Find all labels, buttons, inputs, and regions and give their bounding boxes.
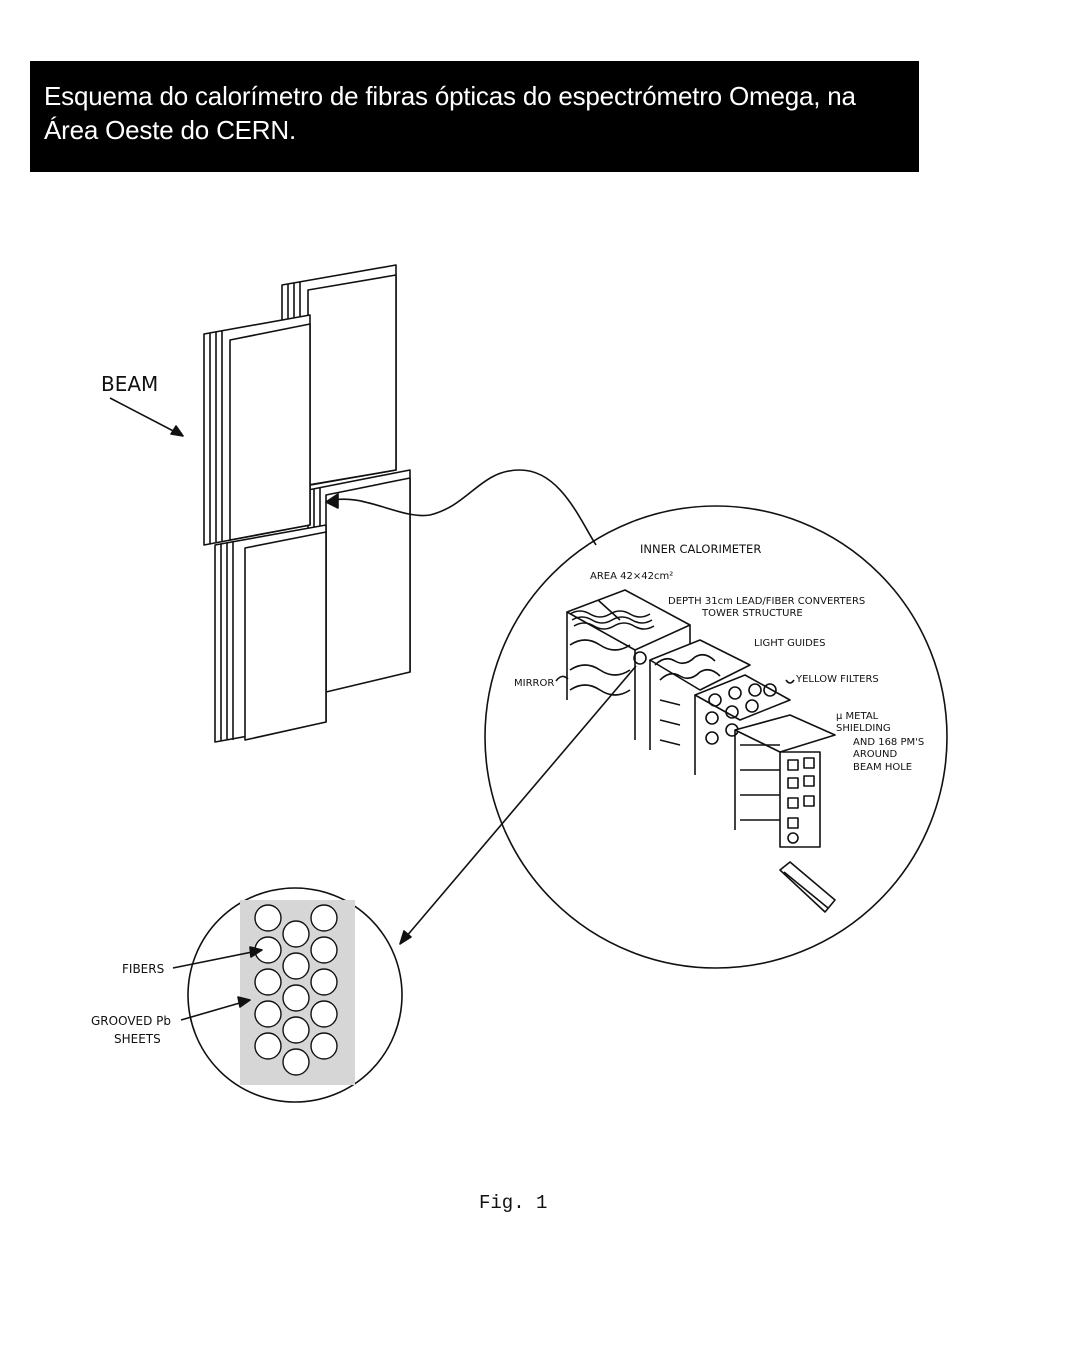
light-guides	[649, 639, 751, 750]
figure-label: Fig. 1	[479, 1192, 548, 1214]
pm-tubes-block	[734, 714, 836, 848]
beam-label: BEAM	[101, 372, 158, 396]
fiber-detail-magnifier	[187, 887, 403, 1103]
yellow-filters-label: YELLOW FILTERS	[795, 674, 879, 685]
shielding-label-2: SHIELDING	[836, 723, 891, 734]
lower-left-slab	[214, 524, 327, 743]
shielding-label-1: μ METAL	[836, 711, 879, 722]
fibers-label: FIBERS	[122, 962, 164, 976]
fiber-grid	[240, 900, 355, 1085]
mirror-label: MIRROR	[514, 678, 554, 689]
upper-left-slab	[203, 314, 311, 546]
caption-banner: Esquema do calorímetro de fibras ópticas…	[30, 61, 919, 172]
tower-structure	[566, 589, 691, 740]
yellow-filters	[694, 674, 791, 775]
grooved-label-1: GROOVED Pb	[91, 1014, 171, 1028]
depth-label: DEPTH 31cm LEAD/FIBER CONVERTERS	[668, 596, 865, 607]
light-guides-label: LIGHT GUIDES	[754, 638, 825, 649]
shielding-label-3: AND 168 PM'S	[853, 737, 924, 748]
shielding-label-4: AROUND	[853, 749, 897, 760]
caption-text: Esquema do calorímetro de fibras ópticas…	[44, 81, 856, 145]
inner-calorimeter-magnifier	[484, 505, 948, 969]
grooved-label-2: SHEETS	[114, 1032, 161, 1046]
area-label: AREA 42×42cm²	[590, 571, 673, 582]
single-pm-tube	[779, 861, 836, 913]
shielding-label-5: BEAM HOLE	[853, 762, 912, 773]
inner-calorimeter-label: INNER CALORIMETER	[640, 542, 761, 556]
tower-structure-label: TOWER STRUCTURE	[701, 608, 803, 619]
